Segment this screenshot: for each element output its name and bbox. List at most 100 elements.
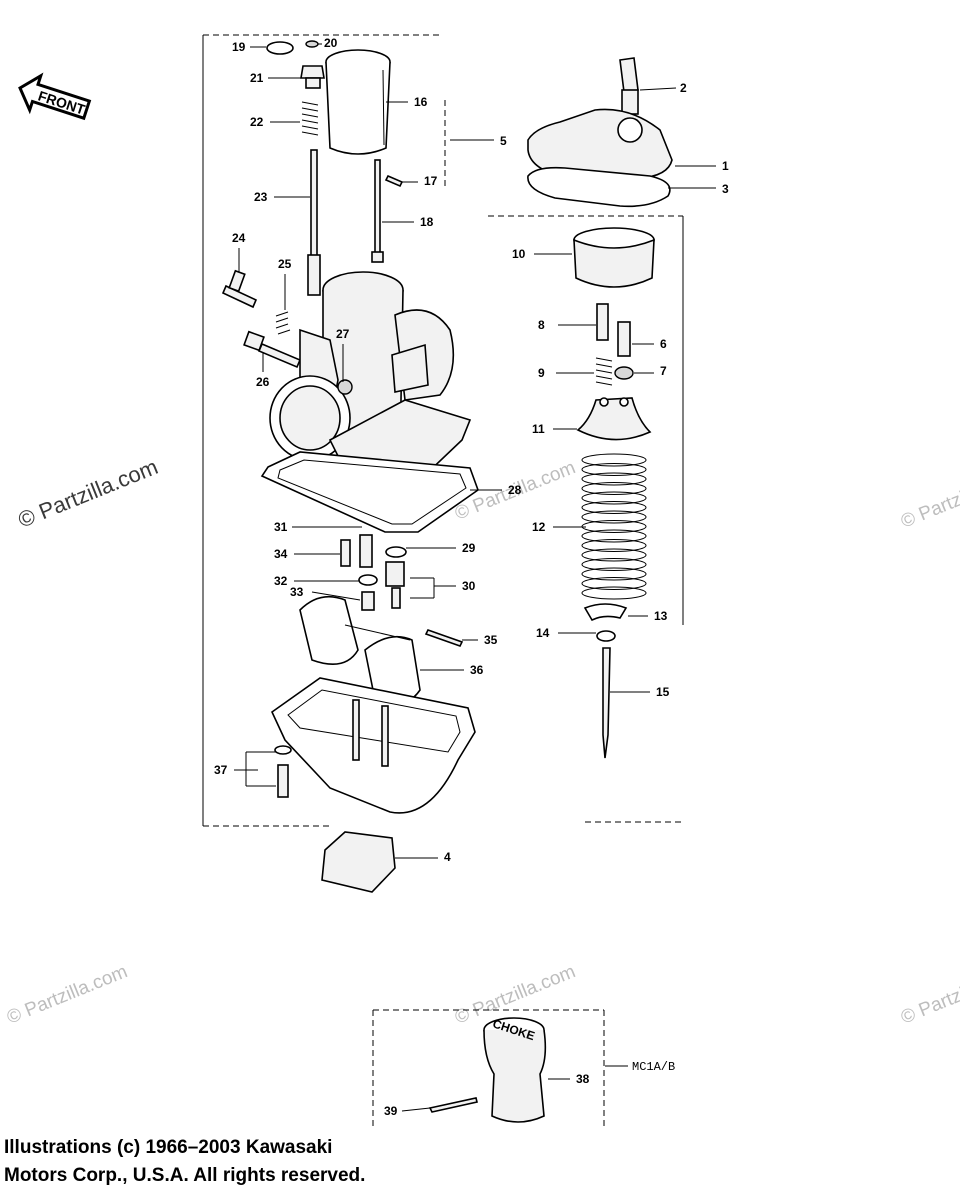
- part-35-float-pin: [424, 629, 464, 647]
- callout-13: 13: [654, 609, 668, 623]
- spring-coil: [581, 567, 647, 581]
- callout-14: 14: [536, 626, 550, 640]
- callout-17: 17: [424, 174, 438, 188]
- spring-coil: [581, 472, 647, 486]
- float-bowl: [270, 677, 476, 814]
- watermark-bottom-left: © Partzilla.com: [4, 961, 131, 1028]
- copyright-line-1: Illustrations (c) 1966–2003 Kawasaki: [4, 1137, 333, 1158]
- callout-12: 12: [532, 520, 546, 534]
- callout-5: 5: [500, 134, 507, 148]
- spring-coil: [581, 501, 647, 514]
- assembly-frame: [202, 34, 684, 827]
- spring-coil: [581, 463, 647, 476]
- leader-line-39: [401, 1107, 431, 1112]
- spring-coil: [581, 520, 647, 533]
- leader-line-2: [639, 87, 677, 91]
- callout-18: 18: [420, 215, 434, 229]
- part-14-washer: [596, 630, 616, 642]
- model-label: MC1A/B: [632, 1060, 675, 1074]
- watermark-left: © Partzilla.com: [15, 454, 162, 533]
- part-22-spring: [301, 101, 319, 136]
- part-23-adjuster-rod: [307, 149, 321, 296]
- part-8-adjust-screw: [596, 303, 609, 341]
- part-17-pin: [384, 174, 404, 188]
- callout-26: 26: [256, 375, 270, 389]
- part-24-air-screw: [221, 269, 258, 309]
- part-10-ring-nut: [573, 227, 655, 288]
- part-13-needle-clip: [583, 603, 628, 622]
- callout-21: 21: [250, 71, 264, 85]
- callout-20: 20: [324, 36, 338, 50]
- callout-19: 19: [232, 40, 246, 54]
- callout-6: 6: [660, 337, 667, 351]
- callout-16: 16: [414, 95, 428, 109]
- spring-coil: [581, 510, 647, 524]
- copyright-line-2: Motors Corp., U.S.A. All rights reserved…: [4, 1165, 366, 1186]
- leader-line-33: [311, 591, 361, 601]
- watermark-right: © Partzilla.com: [898, 465, 960, 532]
- part-31-main-jet-holder: [359, 534, 373, 568]
- callout-32: 32: [274, 574, 288, 588]
- callout-15: 15: [656, 685, 670, 699]
- callout-11: 11: [532, 422, 545, 436]
- callout-39: 39: [384, 1104, 398, 1118]
- callout-33: 33: [290, 585, 304, 599]
- part-20-washer: [305, 40, 319, 48]
- part-7-nut: [614, 366, 634, 380]
- part-37-drain-screw: [277, 764, 289, 798]
- part-28-float-bowl-gasket: [260, 451, 479, 533]
- part-34-pilot-jet: [340, 539, 351, 567]
- callout-31: 31: [274, 520, 288, 534]
- spring-coil: [581, 539, 647, 552]
- callout-22: 22: [250, 115, 264, 129]
- part-26-clamp-bolt: [243, 330, 302, 369]
- part-9-spring: [595, 357, 613, 386]
- spring-coil: [581, 529, 647, 543]
- spring-coil: [581, 491, 647, 505]
- part-21-cap-nut: [300, 65, 325, 89]
- callout-24: 24: [232, 231, 246, 245]
- watermark-bottom-right: © Partzilla.com: [898, 961, 960, 1028]
- callout-28: 28: [508, 483, 522, 497]
- part-38-choke-knob: CHOKE: [483, 1017, 547, 1123]
- callout-38: 38: [576, 1072, 590, 1086]
- callout-3: 3: [722, 182, 729, 196]
- callout-9: 9: [538, 366, 545, 380]
- part-16-cylinder-cover: [325, 49, 391, 155]
- callout-10: 10: [512, 247, 526, 261]
- part-4-mount-block: [321, 831, 396, 893]
- part-2-cable-elbow: [619, 57, 639, 115]
- spring-coil: [581, 482, 647, 495]
- part-18-long-screw: [371, 159, 384, 263]
- callout-8: 8: [538, 318, 545, 332]
- callout-34: 34: [274, 547, 288, 561]
- carburetor-body: [269, 271, 472, 501]
- spring-coil: [581, 548, 647, 562]
- callout-7: 7: [660, 364, 667, 378]
- callout-35: 35: [484, 633, 498, 647]
- part-6-screw: [617, 321, 631, 357]
- part-33-valve-seat: [361, 591, 375, 611]
- part-15-jet-needle: [602, 647, 611, 759]
- part-1-top-cap: [527, 108, 673, 179]
- part-3-cap-gasket: [527, 166, 671, 208]
- front-arrow-icon: FRONT: [18, 72, 92, 121]
- part-37-washer: [274, 745, 292, 755]
- spring-coil: [581, 453, 647, 467]
- callout-25: 25: [278, 257, 292, 271]
- part-27-fitting: [337, 379, 353, 395]
- callout-27: 27: [336, 327, 350, 341]
- part-32-washer: [358, 574, 378, 586]
- part-36-float: [299, 595, 421, 706]
- part-11-piston-cap: [576, 397, 652, 441]
- callout-23: 23: [254, 190, 268, 204]
- copyright-notice: Illustrations (c) 1966–2003 Kawasaki Mot…: [4, 1134, 365, 1190]
- callout-1: 1: [722, 159, 729, 173]
- callout-2: 2: [680, 81, 687, 95]
- part-19-o-ring: [266, 41, 294, 55]
- spring-coil: [581, 586, 647, 600]
- part-29-washer: [385, 546, 407, 558]
- callout-37: 37: [214, 763, 228, 777]
- callout-30: 30: [462, 579, 476, 593]
